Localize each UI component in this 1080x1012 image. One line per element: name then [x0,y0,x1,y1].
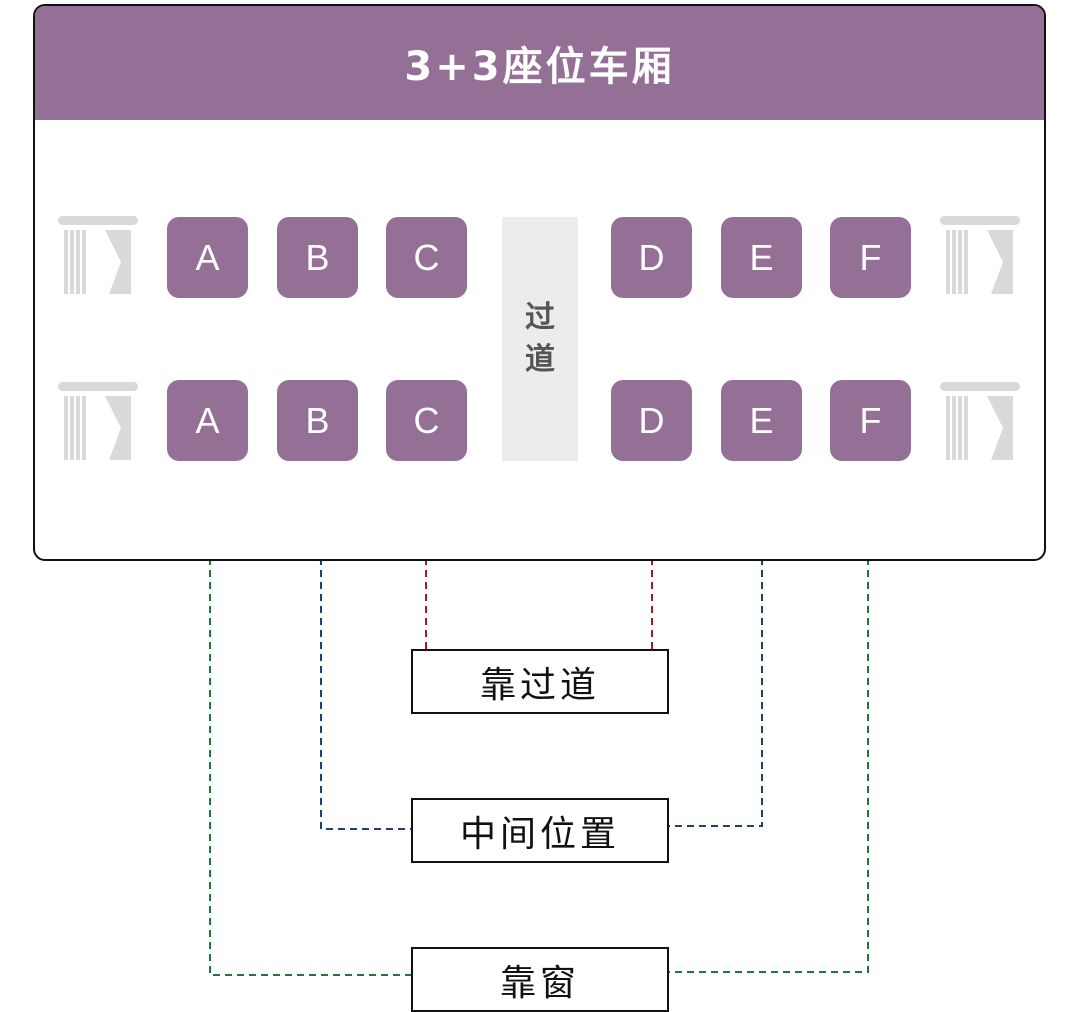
seat-row1-D[interactable]: D [611,217,692,298]
connector-E-to-label [668,462,763,827]
label-middle-seat: 中间位置 [411,798,669,863]
label-aisle-seat: 靠过道 [411,649,669,714]
connector-B-to-label [320,462,412,830]
car-title: 3+3座位车厢 [404,44,675,90]
seat-row1-F[interactable]: F [830,217,911,298]
aisle: 过 道 [502,217,578,461]
seat-row1-C[interactable]: C [386,217,467,298]
window-curtain-icon [58,216,138,294]
connector-F-to-label [668,462,869,973]
window-curtain-icon [940,382,1020,460]
seat-row2-C[interactable]: C [386,380,467,461]
connector-A-to-label [209,462,412,976]
seat-row2-A[interactable]: A [167,380,248,461]
seat-row2-D[interactable]: D [611,380,692,461]
label-window-seat: 靠窗 [411,947,669,1012]
aisle-label-char-1: 过 [525,300,555,335]
seat-row1-B[interactable]: B [277,217,358,298]
seat-row2-F[interactable]: F [830,380,911,461]
window-curtain-icon [58,382,138,460]
seat-row1-E[interactable]: E [721,217,802,298]
seat-row1-A[interactable]: A [167,217,248,298]
seat-row2-B[interactable]: B [277,380,358,461]
car-header: 3+3座位车厢 [35,6,1044,120]
seat-row2-E[interactable]: E [721,380,802,461]
window-curtain-icon [940,216,1020,294]
aisle-label-char-2: 道 [525,342,555,377]
